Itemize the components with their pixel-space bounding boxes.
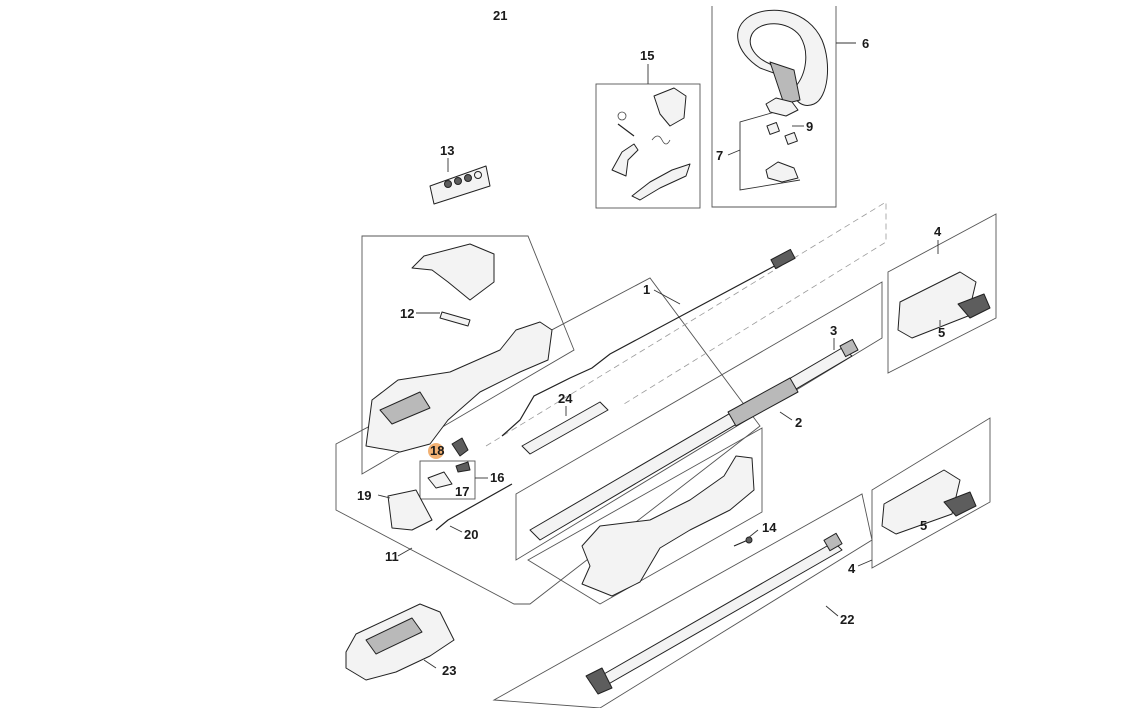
cable-guide-part [521, 401, 609, 455]
drive-shaft-part [529, 338, 859, 541]
callout-16[interactable]: 16 [490, 470, 504, 485]
callout-12[interactable]: 12 [400, 306, 414, 321]
callouts: 21 15 6 9 7 13 4 1 12 3 5 24 2 18 16 17 … [357, 8, 945, 678]
callout-4-upper[interactable]: 4 [934, 224, 942, 239]
callout-5-lower[interactable]: 5 [920, 518, 927, 533]
callout-13[interactable]: 13 [440, 143, 454, 158]
trigger-group-parts [611, 87, 691, 201]
spring-part-17 [427, 461, 471, 489]
upper-housing-shell [365, 321, 553, 453]
callout-9[interactable]: 9 [806, 119, 813, 134]
lower-handle-housing [581, 455, 755, 597]
callout-1[interactable]: 1 [643, 282, 650, 297]
battery-contact-part [387, 489, 433, 531]
callout-19[interactable]: 19 [357, 488, 371, 503]
clamp-upper-part [765, 97, 799, 117]
group-box-7-bracket [739, 111, 801, 191]
callout-17[interactable]: 17 [455, 484, 469, 499]
group-box-11-assembly [335, 277, 761, 605]
callout-23[interactable]: 23 [442, 663, 456, 678]
callout-5-upper[interactable]: 5 [938, 325, 945, 340]
loop-handle-part [737, 9, 828, 106]
screw-part [733, 536, 753, 547]
callout-6[interactable]: 6 [862, 36, 869, 51]
grip-housing-upper [897, 271, 991, 339]
callout-4-lower[interactable]: 4 [848, 561, 856, 576]
latch-part-12 [439, 311, 471, 327]
callout-22[interactable]: 22 [840, 612, 854, 627]
housing-cover-part [411, 243, 495, 301]
group-box-4-lower [871, 417, 991, 569]
holder-part [345, 603, 455, 681]
callout-18[interactable]: 18 [430, 443, 444, 458]
group-box-22-shaft [492, 493, 873, 708]
callout-21[interactable]: 21 [493, 8, 507, 23]
dashed-outline-cable [485, 201, 887, 447]
group-box-lower-handle [527, 427, 763, 605]
grip-housing-lower [881, 469, 977, 535]
callout-3[interactable]: 3 [830, 323, 837, 338]
clamp-lower-part [765, 161, 799, 183]
group-box-16 [419, 460, 476, 500]
group-box-upper-housing [361, 235, 575, 475]
callout-20[interactable]: 20 [464, 527, 478, 542]
callout-15[interactable]: 15 [640, 48, 654, 63]
warning-label-sheet [429, 165, 491, 205]
callout-24[interactable]: 24 [558, 391, 573, 406]
callout-2[interactable]: 2 [795, 415, 802, 430]
leader-lines [377, 42, 941, 669]
callout-11[interactable]: 11 [385, 549, 399, 564]
callout-14[interactable]: 14 [762, 520, 777, 535]
rod-part-20 [435, 483, 513, 531]
lower-shaft-part [585, 532, 843, 695]
cable-part [501, 248, 796, 437]
group-box-shaft-2 [515, 281, 883, 561]
square-nut-part [766, 122, 798, 145]
highlight-marker [428, 443, 444, 459]
switch-part-18 [451, 437, 469, 457]
group-box-4-upper [887, 213, 997, 374]
group-box-6-7-9 [711, 6, 837, 208]
callout-7[interactable]: 7 [716, 148, 723, 163]
